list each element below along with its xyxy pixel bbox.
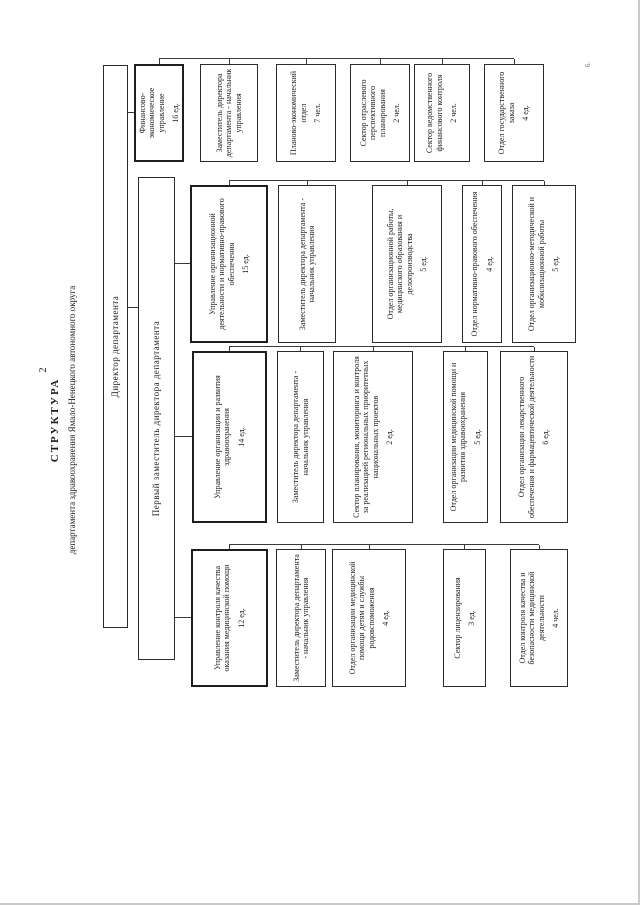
org-box-quality-safety-unit: Отдел контроля качества и безопасности м… xyxy=(510,549,568,687)
connector-stub xyxy=(482,181,483,185)
connector-stub xyxy=(300,347,301,351)
connector-stub xyxy=(442,59,443,64)
connector-stub xyxy=(229,181,230,185)
org-box-medical-aid-unit: Отдел организации медицинской помощи и р… xyxy=(443,351,488,523)
connector-stub xyxy=(407,181,408,185)
org-box-count: 5 ед. xyxy=(419,256,428,272)
org-box-label: Сектор ведомственного финансового контро… xyxy=(425,72,444,154)
org-box-label: Заместитель директора департамента - нач… xyxy=(291,554,311,682)
page-number: 2 xyxy=(38,367,49,373)
org-box-label: Планово-экономический отдел xyxy=(289,70,308,156)
connector-line xyxy=(175,617,191,618)
org-box-pharmaceutical-unit: Отдел организации лекарственного обеспеч… xyxy=(500,351,568,523)
org-box-label: Заместитель директора департамента - нач… xyxy=(214,68,243,158)
org-box-label: Сектор отраслевого перспективного планир… xyxy=(358,79,387,147)
org-box-label: Отдел организации медицинской помощи и р… xyxy=(448,362,468,512)
org-box-deputy-head-legal: Заместитель директора департамента - нач… xyxy=(278,185,336,343)
org-box-mobilization-unit: Отдел организационно-методической и моби… xyxy=(512,185,576,343)
org-box-label: Отдел организационно-методической и моби… xyxy=(527,196,546,332)
org-box-count: 2 чел. xyxy=(392,103,401,123)
connector-stub xyxy=(306,59,307,64)
connector-stub xyxy=(544,181,545,185)
connector-stub xyxy=(514,59,515,64)
chart-subtitle: департамента здравоохранения Ямало-Ненец… xyxy=(67,285,77,555)
connector-stub xyxy=(465,347,466,351)
connector-stub xyxy=(464,545,465,549)
org-box-label: Директор департамента xyxy=(109,295,120,398)
connector-line xyxy=(175,436,192,437)
org-box-children-care-unit: Отдел организации медицинской помощи дет… xyxy=(332,549,406,687)
connector-spine xyxy=(229,544,539,545)
org-box-label: Отдел организации лекарственного обеспеч… xyxy=(517,355,536,519)
org-box-label: Управление организации и развития здраво… xyxy=(212,375,232,499)
org-box-deputy-head-finance: Заместитель директора департамента - нач… xyxy=(200,64,258,162)
connector-stub xyxy=(369,545,370,549)
org-box-label: Сектор лицензирования xyxy=(452,577,462,659)
connector-stub xyxy=(229,347,230,351)
org-box-development-dept: Управление организации и развития здраво… xyxy=(192,351,267,523)
org-box-count: 7 чел. xyxy=(313,103,323,123)
org-box-director: Директор департамента xyxy=(103,65,128,628)
org-box-count: 15 ед. xyxy=(241,254,250,274)
stray-page-mark: 6. xyxy=(584,61,592,67)
org-box-label: Отдел организационной работы, медицинско… xyxy=(385,208,414,320)
org-box-count: 14 ед. xyxy=(236,427,246,447)
connector-spine xyxy=(229,180,544,181)
org-box-count: 2 ед. xyxy=(385,429,394,445)
org-box-deputy-head-quality: Заместитель директора департамента - нач… xyxy=(276,549,326,687)
org-box-label: Финансово-экономическое управление xyxy=(137,87,166,139)
connector-stub xyxy=(159,59,160,64)
org-box-deputy-head-development: Заместитель директора департамента - нач… xyxy=(277,351,324,523)
org-box-financial-control-sector: Сектор ведомственного финансового контро… xyxy=(414,64,470,162)
connector-spine xyxy=(229,346,534,347)
org-box-count: 5 ед. xyxy=(551,256,561,272)
connector-line xyxy=(128,307,138,308)
connector-stub xyxy=(229,59,230,64)
org-box-label: Управление контроля качества оказания ме… xyxy=(212,564,232,672)
org-box-label: Отдел контроля качества и безопасности м… xyxy=(517,571,546,665)
chart-title: СТРУКТУРА xyxy=(49,377,61,463)
connector-spine xyxy=(159,58,514,59)
connector-stub xyxy=(301,545,302,549)
org-box-planning-monitoring-sector: Сектор планирования, мониторинга и контр… xyxy=(333,351,413,523)
org-box-label: Первый заместитель директора департамент… xyxy=(150,320,161,517)
org-box-legal-dept: Управление организационной деятельности … xyxy=(190,185,268,343)
org-box-label: Отдел нормативно-правового обеспечения xyxy=(470,191,479,337)
connector-stub xyxy=(380,59,381,64)
org-box-label: Отдел организации медицинской помощи дет… xyxy=(347,561,376,675)
connector-stub xyxy=(534,347,535,351)
org-box-label: Отдел государственного заказа xyxy=(497,71,516,155)
org-box-count: 12 ед. xyxy=(236,608,246,628)
org-box-label: Сектор планирования, мониторинга и контр… xyxy=(351,356,380,518)
connector-stub xyxy=(373,347,374,351)
org-box-finance-dept: Финансово-экономическое управление 16 ед… xyxy=(134,64,184,162)
org-box-label: Управление организационной деятельности … xyxy=(207,198,236,330)
connector-stub xyxy=(307,181,308,185)
org-box-perspective-planning-sector: Сектор отраслевого перспективного планир… xyxy=(350,64,410,162)
org-box-org-work-unit: Отдел организационной работы, медицинско… xyxy=(372,185,442,343)
org-box-count: 4 ед. xyxy=(521,105,531,121)
org-box-label: Заместитель директора департамента - нач… xyxy=(297,197,317,331)
connector-line xyxy=(175,263,190,264)
org-box-count: 3 ед. xyxy=(467,610,476,626)
org-box-legal-support-unit: Отдел нормативно-правового обеспечения 4… xyxy=(462,185,502,343)
org-box-count: 5 ед. xyxy=(472,429,482,445)
org-box-state-order-unit: Отдел государственного заказа 4 ед. xyxy=(484,64,544,162)
org-box-licensing-sector: Сектор лицензирования 3 ед. xyxy=(443,549,486,687)
org-box-quality-control-dept: Управление контроля качества оказания ме… xyxy=(191,549,268,687)
org-box-planning-economic-unit: Планово-экономический отдел 7 чел. xyxy=(276,64,336,162)
org-box-count: 4 ед. xyxy=(484,256,494,272)
connector-line xyxy=(128,112,134,113)
org-box-count: 6 ед. xyxy=(541,429,551,445)
org-box-count: 4 чел. xyxy=(551,608,560,628)
org-box-label: Заместитель директора департамента - нач… xyxy=(291,370,310,504)
connector-stub xyxy=(539,545,540,549)
org-box-count: 2 чел. xyxy=(449,103,459,123)
org-box-count: 4 ед. xyxy=(381,610,390,626)
org-box-count: 16 ед. xyxy=(171,103,180,123)
connector-stub xyxy=(229,545,230,549)
org-box-first-deputy: Первый заместитель директора департамент… xyxy=(138,177,175,660)
